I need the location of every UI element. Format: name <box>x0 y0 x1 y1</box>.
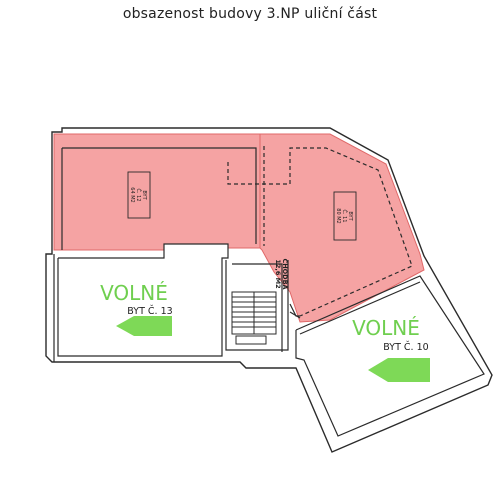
staircase-icon <box>231 291 277 345</box>
arrow-left-icon <box>368 358 430 382</box>
unit-12-label: BYT Č. 12 64 M2 <box>127 171 151 219</box>
unit-12-line3: 64 M2 <box>129 187 135 202</box>
unit-12-area[interactable] <box>53 133 261 251</box>
unit-13-status: VOLNÉ <box>100 281 168 305</box>
unit-10-name: BYT Č. 10 <box>383 341 428 353</box>
corridor-line2: 12,6 M2 <box>274 259 282 288</box>
inner-walls <box>53 146 485 437</box>
unit-11-area[interactable] <box>259 133 425 323</box>
unit-10-status: VOLNÉ <box>352 316 420 340</box>
corridor-line1: CHODBA <box>281 258 289 289</box>
unit-10[interactable]: VOLNÉ BYT Č. 10 <box>352 316 430 382</box>
unit-12-line2: Č. 12 <box>135 188 142 201</box>
corridor-label: CHODBA 12,6 M2 <box>274 258 289 289</box>
unit-11-line3: 80 M2 <box>335 208 341 223</box>
arrow-left-icon <box>116 316 172 336</box>
unit-11-line2: Č. 11 <box>341 209 348 222</box>
unit-13-name: BYT Č. 13 <box>127 305 172 317</box>
building-outline <box>45 127 493 453</box>
unit-11-line1: BYT <box>347 211 353 221</box>
unit-13[interactable]: VOLNÉ BYT Č. 13 <box>100 281 173 336</box>
unit-11-label: BYT Č. 11 80 M2 <box>333 191 357 241</box>
unit-12-line1: BYT <box>141 190 147 200</box>
page-title: obsazenost budovy 3.NP uliční část <box>122 6 378 22</box>
